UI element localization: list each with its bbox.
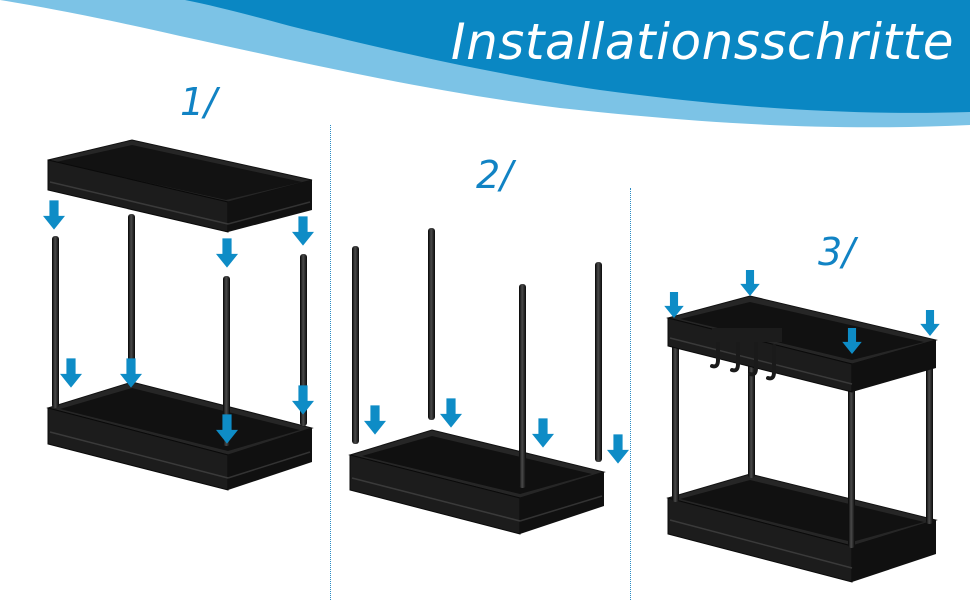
header-banner	[0, 0, 970, 128]
page-title: Installationsschritte	[450, 13, 954, 71]
down-arrow-icon	[60, 358, 82, 388]
pole	[223, 276, 230, 446]
pole	[848, 362, 855, 548]
pole	[300, 254, 307, 426]
down-arrow-icon	[607, 434, 629, 464]
step-2-illustration	[348, 228, 629, 535]
down-arrow-icon	[440, 398, 462, 428]
banner-dark-wave	[185, 0, 970, 113]
step-1-label: 1/	[180, 80, 217, 124]
step-1-illustration	[43, 139, 314, 491]
down-arrow-icon	[920, 310, 940, 336]
step-1-top-tray	[47, 139, 313, 233]
step-3-label: 3/	[818, 230, 855, 274]
down-arrow-icon	[364, 405, 386, 435]
pole	[595, 262, 602, 462]
step-2-poles	[352, 228, 602, 488]
step-3-poles	[672, 318, 933, 548]
pole	[428, 228, 435, 420]
pole	[519, 284, 526, 488]
step-2-label: 2/	[476, 153, 513, 197]
down-arrow-icon	[292, 216, 314, 246]
pole	[128, 214, 135, 384]
pole	[926, 340, 933, 524]
step-divider-2	[630, 188, 631, 600]
down-arrow-icon	[292, 385, 314, 415]
pole	[672, 338, 679, 502]
step-3-hooks	[710, 328, 782, 381]
down-arrow-icon	[43, 200, 65, 230]
step-1-poles	[52, 214, 307, 446]
step-3-top-tray	[666, 295, 938, 393]
down-arrow-icon	[532, 418, 554, 448]
down-arrow-icon	[740, 270, 760, 296]
pole	[52, 236, 59, 408]
step-divider-1	[330, 125, 331, 600]
step-2-tray	[348, 429, 606, 535]
step-1-bottom-tray	[46, 381, 314, 491]
step-3-illustration	[664, 270, 940, 583]
pole	[352, 246, 359, 444]
down-arrow-icon	[216, 238, 238, 268]
step-3-bottom-tray	[666, 473, 938, 583]
